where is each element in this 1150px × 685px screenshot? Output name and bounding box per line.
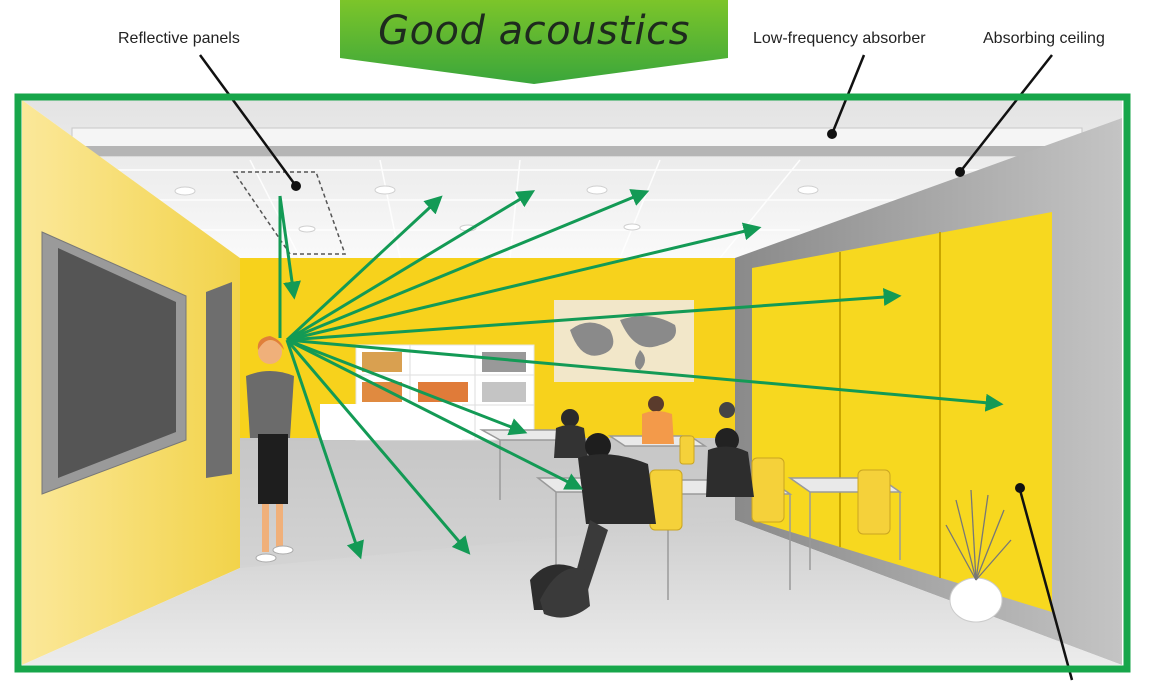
low-frequency-absorber-label: Low-frequency absorber (753, 30, 926, 48)
room (22, 100, 1122, 665)
page-title: Good acoustics (340, 8, 728, 54)
absorbing-ceiling-label: Absorbing ceiling (983, 30, 1105, 48)
cabinet (320, 404, 462, 440)
title-banner: Good acoustics (340, 0, 728, 84)
reflective-panels-label: Reflective panels (118, 30, 240, 48)
door (206, 282, 232, 478)
